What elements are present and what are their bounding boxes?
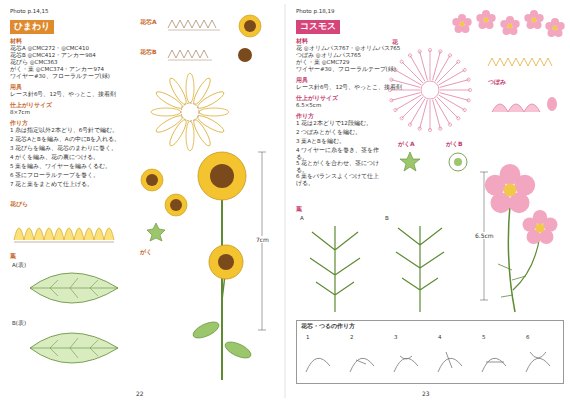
part-name: がくB [446, 140, 463, 147]
section-heading: 仕上がりサイズ [10, 101, 52, 108]
step-text: 5 花とがくを合わせ、茎につける。 [296, 160, 384, 173]
part-name: 花芯A [140, 18, 157, 25]
dimension: 7cm [255, 236, 270, 243]
step-text: 3 花びらを編み、花芯のまわりに巻く。 [10, 145, 134, 152]
box-text: コスモス [300, 21, 336, 33]
step-text: 4 がくを編み、花の裏につける。 [10, 154, 134, 161]
section-heading: 用具 [10, 83, 22, 90]
section-heading: 材料 [10, 37, 22, 44]
size-text: 8×7cm [10, 109, 30, 116]
section-heading: 作り方 [10, 119, 28, 126]
part-name: 花びら [10, 200, 28, 207]
page-ref: Photo p.14,15 [10, 8, 48, 15]
step-text: 6 葉をバランスよくつけて仕上げる。 [296, 173, 384, 186]
part-name: 花 [392, 38, 398, 45]
page-number: 23 [422, 390, 430, 397]
material-line: 花芯A ◎CMC272・◎CMC410 [10, 45, 89, 52]
part-name: がく [140, 248, 152, 255]
step-number: 1 [306, 334, 310, 341]
page-number: 22 [136, 390, 144, 397]
step-text: 3 葉AとBを編む。 [296, 138, 384, 145]
part-name: B(表) [12, 320, 26, 327]
step-text: 2 つぼみとがくを編む。 [296, 129, 384, 136]
step-number: 3 [394, 334, 398, 341]
step-text: 4 ワイヤーに糸を巻き、茎を作る。 [296, 147, 384, 160]
page-ref: Photo p.18,19 [296, 8, 334, 15]
material-line: ワイヤー#30、フローラルテープ(緑) [10, 73, 110, 80]
material-line: がく・葉 ◎CMC729 [296, 59, 349, 66]
material-line: がく・葉 ◎CMC374・アンカー974 [10, 66, 104, 73]
tool-line: レース針6号、12号、やっとこ、接着剤 [296, 84, 403, 91]
part-name: A [300, 215, 304, 222]
material-line: ワイヤー#30、フローラルテープ(緑) [296, 66, 396, 73]
title-box: ひまわり [10, 20, 54, 34]
step-text: 6 茎にフローラルテープを巻く。 [10, 172, 134, 179]
part-name: 葉 [296, 205, 302, 212]
section-heading: 仕上がりサイズ [296, 94, 338, 101]
step-text: 1 花は2本どりで12段編む。 [296, 120, 384, 127]
material-line: つぼみ ◎オリムパス765 [296, 52, 361, 59]
step-text: 1 糸は指定以外2本どり、6号針で編む。 [10, 127, 134, 134]
instruction-box: 花芯・つるの作り方 [296, 320, 564, 384]
part-name: A(表) [12, 262, 26, 269]
box-text: 花芯・つるの作り方 [301, 322, 559, 330]
section-heading: 材料 [296, 37, 308, 44]
part-name: 花芯B [140, 48, 157, 55]
material-line: 花 ◎オリムパス767・◎オリムパス765 [296, 45, 400, 52]
step-number: 2 [350, 334, 354, 341]
tool-line: レース針6号、12号、やっとこ、接着剤 [10, 91, 117, 98]
material-line: 花芯B ◎CMC412・アンカー984 [10, 52, 96, 59]
step-number: 4 [438, 334, 442, 341]
title-box: コスモス [296, 20, 340, 34]
part-name: B [385, 215, 389, 222]
step-number: 5 [482, 334, 486, 341]
material-line: 花びら ◎CMC363 [10, 59, 57, 66]
step-text: 7 花と葉をまとめて仕上げる。 [10, 181, 134, 188]
section-heading: 用具 [296, 76, 308, 83]
part-name: 葉 [10, 252, 16, 259]
dimension: 6.5cm [474, 232, 495, 239]
part-name: がくA [398, 140, 415, 147]
size-text: 6.5×5cm [296, 102, 321, 109]
part-name: つぼみ [488, 78, 506, 85]
box-text: ひまわり [14, 21, 50, 33]
section-heading: 作り方 [296, 112, 314, 119]
step-text: 5 葉を編み、ワイヤーを編みくるむ。 [10, 163, 134, 170]
step-number: 6 [526, 334, 530, 341]
step-text: 2 花芯AとBを編み、Aの中にBを入れる。 [10, 136, 134, 143]
